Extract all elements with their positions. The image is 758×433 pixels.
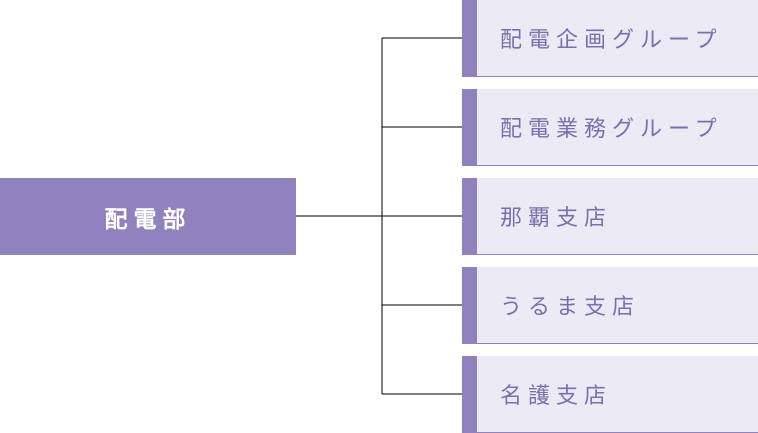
- child-node-1: 配電企画グループ: [462, 0, 758, 77]
- child-node-label: 名護支店: [500, 384, 613, 409]
- child-node-4: うるま支店: [462, 267, 758, 344]
- child-node-5: 名護支店: [462, 356, 758, 433]
- root-node-haiden-bu: 配電部: [0, 178, 296, 255]
- child-node-label: うるま支店: [500, 295, 641, 320]
- child-node-label: 配電業務グループ: [500, 117, 723, 142]
- child-node-2: 配電業務グループ: [462, 89, 758, 166]
- child-node-3: 那覇支店: [462, 178, 758, 255]
- child-node-label: 配電企画グループ: [500, 28, 723, 53]
- child-node-label: 那覇支店: [500, 206, 613, 231]
- root-node-label: 配電部: [104, 206, 192, 233]
